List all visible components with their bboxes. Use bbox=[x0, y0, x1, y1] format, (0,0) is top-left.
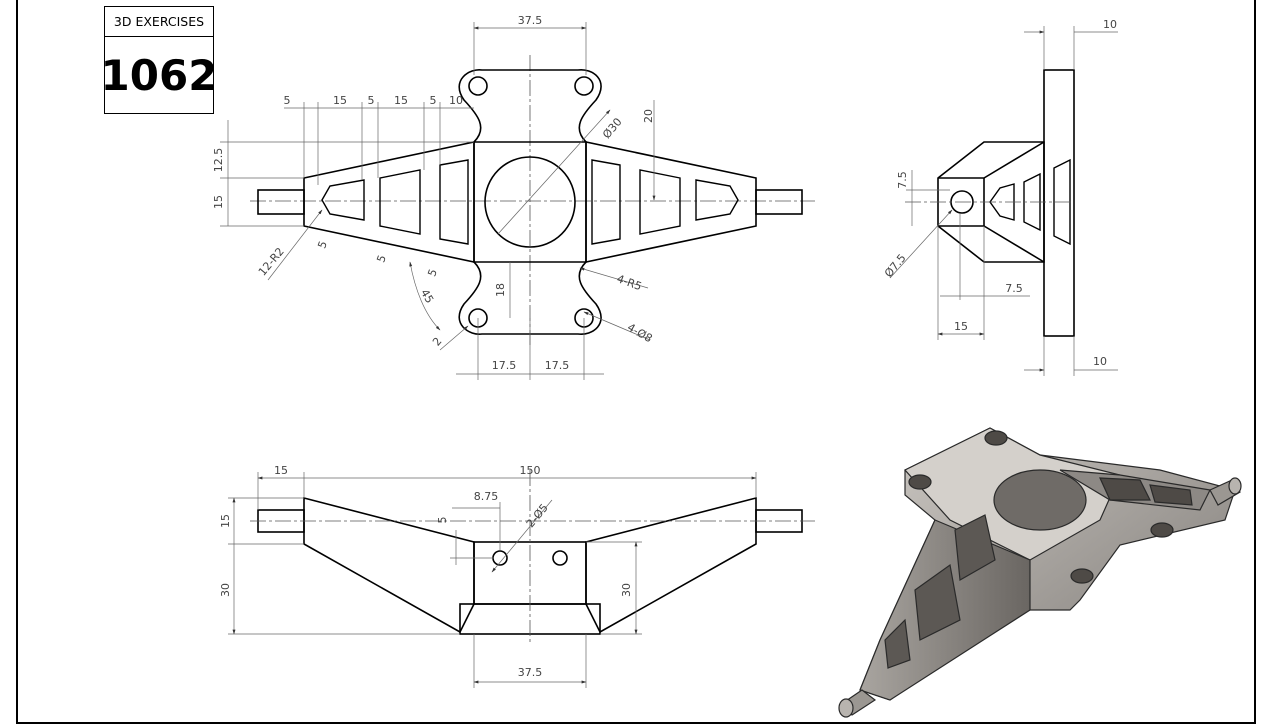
dim-front-30-right: 30 bbox=[620, 583, 633, 597]
dim-front-150: 150 bbox=[520, 464, 541, 477]
front-view bbox=[250, 470, 815, 645]
dim-side-10-top: 10 bbox=[1103, 18, 1117, 31]
top-view bbox=[250, 55, 815, 345]
dim-15b: 15 bbox=[394, 94, 408, 107]
dim-side-10-bot: 10 bbox=[1093, 355, 1107, 368]
dim-2: 2 bbox=[430, 335, 444, 349]
dim-side-7-5-h: 7.5 bbox=[1005, 282, 1023, 295]
dim-18: 18 bbox=[494, 283, 507, 297]
dim-front-15-left: 15 bbox=[219, 514, 232, 528]
dim-15a: 15 bbox=[333, 94, 347, 107]
dim-angle-45: 45 bbox=[418, 287, 436, 306]
side-view bbox=[905, 69, 1075, 337]
dim-rib5b: 5 bbox=[374, 253, 389, 264]
title-block: 3D EXERCISES 1062 bbox=[100, 6, 218, 114]
dim-17-5b: 17.5 bbox=[545, 359, 570, 372]
dim-front-2-phi5: 2-Ø5 bbox=[524, 501, 551, 530]
dim-front-37-5: 37.5 bbox=[518, 666, 543, 679]
dim-4-r5: 4-R5 bbox=[615, 272, 644, 293]
dim-5c: 5 bbox=[430, 94, 437, 107]
isometric-view bbox=[838, 427, 1242, 718]
dim-17-5a: 17.5 bbox=[492, 359, 517, 372]
dim-15-left: 15 bbox=[212, 195, 225, 209]
dim-10: 10 bbox=[449, 94, 463, 107]
dim-5a: 5 bbox=[284, 94, 291, 107]
dim-front-30-left: 30 bbox=[219, 583, 232, 597]
dim-rib5a: 5 bbox=[315, 239, 330, 250]
dim-side-15: 15 bbox=[954, 320, 968, 333]
dim-top-37-5: 37.5 bbox=[518, 14, 543, 27]
dimension-labels: 37.5 10 5 15 5 15 5 10 Ø30 20 12.5 15 12… bbox=[212, 14, 1117, 679]
dim-phi30: Ø30 bbox=[600, 115, 625, 141]
dim-front-15-top: 15 bbox=[274, 464, 288, 477]
dim-12-5: 12.5 bbox=[212, 148, 225, 173]
dim-rib5c: 5 bbox=[425, 267, 440, 278]
exercise-number: 1062 bbox=[100, 50, 218, 100]
dim-side-phi7-5: Ø7.5 bbox=[882, 252, 909, 280]
title-label: 3D EXERCISES bbox=[105, 7, 213, 37]
dim-20: 20 bbox=[642, 109, 655, 123]
dim-front-8-75: 8.75 bbox=[474, 490, 499, 503]
dim-5b: 5 bbox=[368, 94, 375, 107]
dim-front-5: 5 bbox=[436, 517, 449, 524]
dim-side-7-5-v: 7.5 bbox=[896, 171, 909, 189]
dim-4-phi8: 4-Ø8 bbox=[625, 321, 655, 346]
